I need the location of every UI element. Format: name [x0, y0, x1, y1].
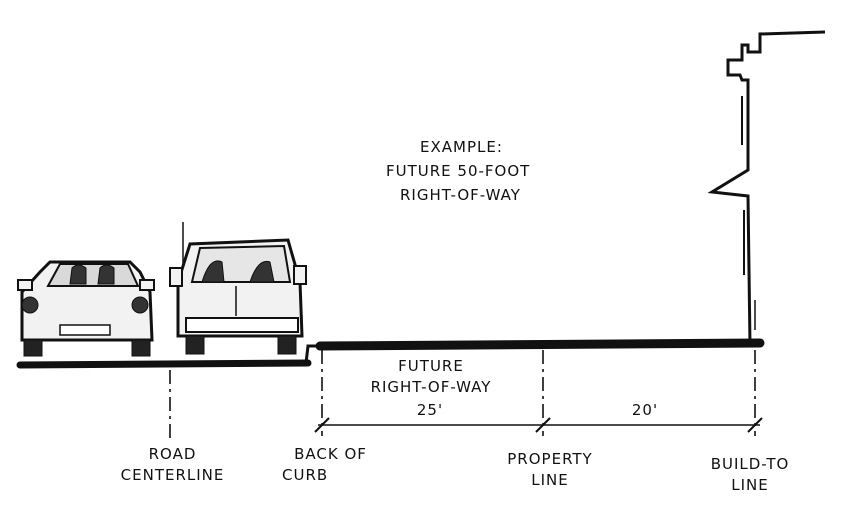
car-sedan-front [17, 260, 155, 357]
future-row-line2: RIGHT-OF-WAY [370, 378, 492, 396]
build-to-line-label: BUILD-TO LINE [690, 454, 810, 496]
dimension-setback: 20' [631, 401, 659, 419]
example-note: EXAMPLE: FUTURE 50-FOOT RIGHT-OF-WAY [380, 135, 600, 207]
example-note-line3: RIGHT-OF-WAY [400, 186, 521, 204]
reference-lines [169, 350, 756, 440]
back-of-curb-line2: CURB [282, 466, 329, 484]
future-row-line1: FUTURE [398, 357, 464, 375]
back-of-curb-line1: BACK OF [294, 445, 367, 463]
road-centerline-line2: CENTERLINE [120, 466, 225, 484]
property-line-line1: PROPERTY [507, 450, 593, 468]
sidewalk-line [315, 338, 765, 351]
dimension-row-width: 25' [416, 401, 444, 419]
road-centerline-line1: ROAD [148, 445, 197, 463]
example-note-line1: EXAMPLE: [420, 138, 503, 156]
property-line-label: PROPERTY LINE [480, 449, 620, 491]
road-surface-line [16, 359, 312, 369]
build-to-line-line2: LINE [731, 476, 769, 494]
example-note-line2: FUTURE 50-FOOT [386, 162, 531, 180]
back-of-curb-label: BACK OF CURB [268, 444, 393, 486]
car-suv-rear [169, 222, 307, 355]
road-centerline-label: ROAD CENTERLINE [100, 444, 245, 486]
building-facade [707, 30, 826, 346]
future-row-label: FUTURE RIGHT-OF-WAY [346, 356, 516, 398]
dimension-line [314, 417, 763, 433]
build-to-line-line1: BUILD-TO [710, 455, 790, 473]
property-line-line2: LINE [531, 471, 569, 489]
